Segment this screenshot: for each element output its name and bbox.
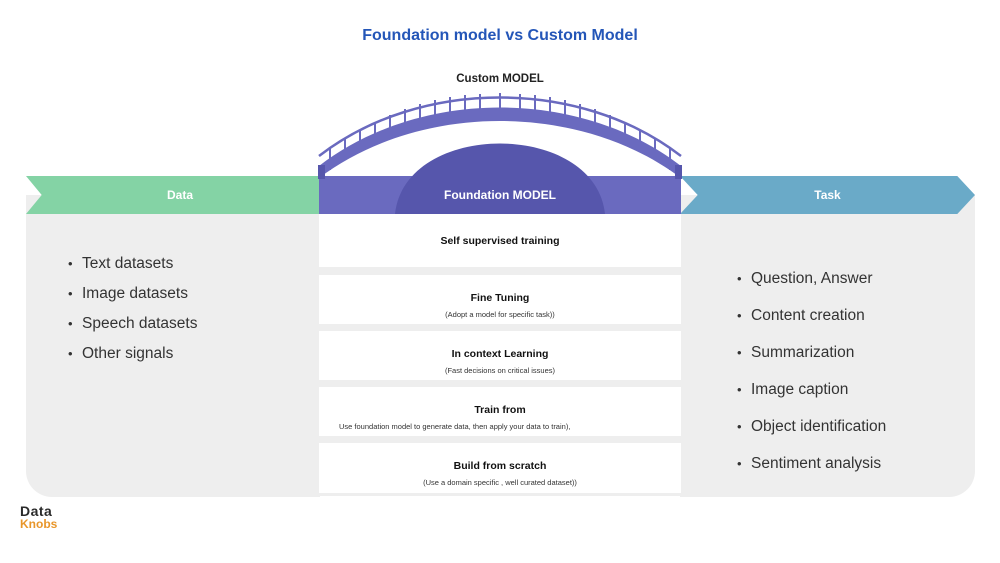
foundation-arrow-label: Foundation MODEL: [444, 188, 556, 202]
step-subtitle: (Fast decisions on critical issues): [444, 366, 556, 375]
step-box: In context Learning (Fast decisions on c…: [319, 331, 681, 380]
data-item: Text datasets: [68, 255, 197, 285]
logo-line1: Data: [20, 503, 53, 519]
task-item: Content creation: [737, 307, 886, 344]
task-item: Summarization: [737, 344, 886, 381]
bridge-icon: [318, 93, 682, 214]
step-box: Train from Use foundation model to gener…: [319, 387, 681, 436]
data-arrow-label: Data: [166, 188, 193, 202]
data-arrow: Data: [26, 176, 340, 214]
custom-model-label: Custom MODEL: [456, 73, 544, 85]
logo: Data Knobs: [20, 503, 57, 531]
task-item: Sentiment analysis: [737, 455, 886, 492]
step-title: In context Learning: [451, 348, 549, 360]
step-box: Build from scratch (Use a domain specifi…: [319, 443, 681, 493]
logo-line2: Knobs: [20, 517, 58, 531]
step-title: Train from: [474, 404, 526, 416]
diagram-title: Foundation model vs Custom Model: [362, 27, 638, 44]
task-arrow: Task: [680, 176, 975, 214]
task-list: Question, Answer Content creation Summar…: [737, 270, 886, 492]
task-arrow-label: Task: [814, 188, 841, 202]
step-title: Build from scratch: [453, 460, 547, 472]
step-subtitle: Use foundation model to generate data, t…: [339, 422, 571, 431]
data-item: Other signals: [68, 345, 197, 375]
step-title: Fine Tuning: [470, 292, 530, 304]
step-box: Self supervised training: [319, 214, 681, 267]
data-item: Speech datasets: [68, 315, 197, 345]
step-subtitle: (Use a domain specific , well curated da…: [423, 478, 577, 487]
task-item: Image caption: [737, 381, 886, 418]
task-item: Question, Answer: [737, 270, 886, 307]
task-item: Object identification: [737, 418, 886, 455]
step-box: Fine Tuning (Adopt a model for specific …: [319, 275, 681, 324]
data-item: Image datasets: [68, 285, 197, 315]
step-subtitle: (Adopt a model for specific task)): [445, 310, 555, 319]
data-list: Text datasets Image datasets Speech data…: [68, 255, 197, 375]
step-title: Self supervised training: [440, 235, 560, 247]
foundation-arrow: Foundation MODEL: [319, 176, 681, 214]
